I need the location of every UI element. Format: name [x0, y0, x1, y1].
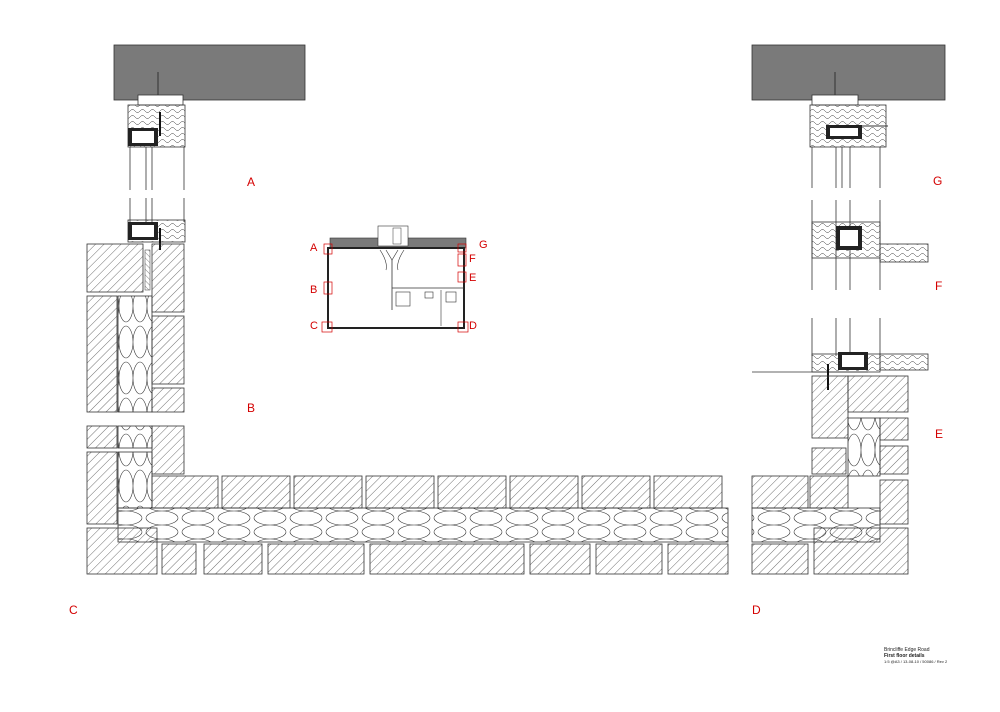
label-a: A — [247, 175, 256, 189]
label-g: G — [933, 174, 943, 188]
label-e: E — [935, 427, 944, 441]
plan-label-e: E — [469, 272, 477, 284]
detail-c-floor — [86, 451, 729, 575]
plan-label-c: C — [310, 320, 318, 332]
drawing-title: First floor details — [884, 653, 925, 659]
drawing-info: 1:5 @A3 / 13-08-10 / 50086 / Rev 2 — [884, 659, 948, 664]
detail-g — [751, 44, 946, 188]
plan-label-f: F — [469, 253, 476, 265]
detail-b-wall — [86, 243, 185, 475]
label-d: D — [752, 603, 761, 617]
label-f: F — [935, 279, 943, 293]
plan-label-d: D — [469, 320, 477, 332]
title-block: Brincliffe Edge Road First floor details… — [884, 647, 947, 664]
project-name: Brincliffe Edge Road — [884, 647, 930, 653]
plan-label-a: A — [310, 242, 318, 254]
label-b: B — [247, 401, 256, 415]
key-plan — [321, 225, 469, 333]
plan-label-g: G — [479, 239, 488, 251]
plan-label-b: B — [310, 284, 318, 296]
detail-e-wall — [751, 318, 929, 575]
label-c: C — [69, 603, 78, 617]
detail-f — [811, 200, 929, 290]
detail-a — [113, 44, 306, 250]
